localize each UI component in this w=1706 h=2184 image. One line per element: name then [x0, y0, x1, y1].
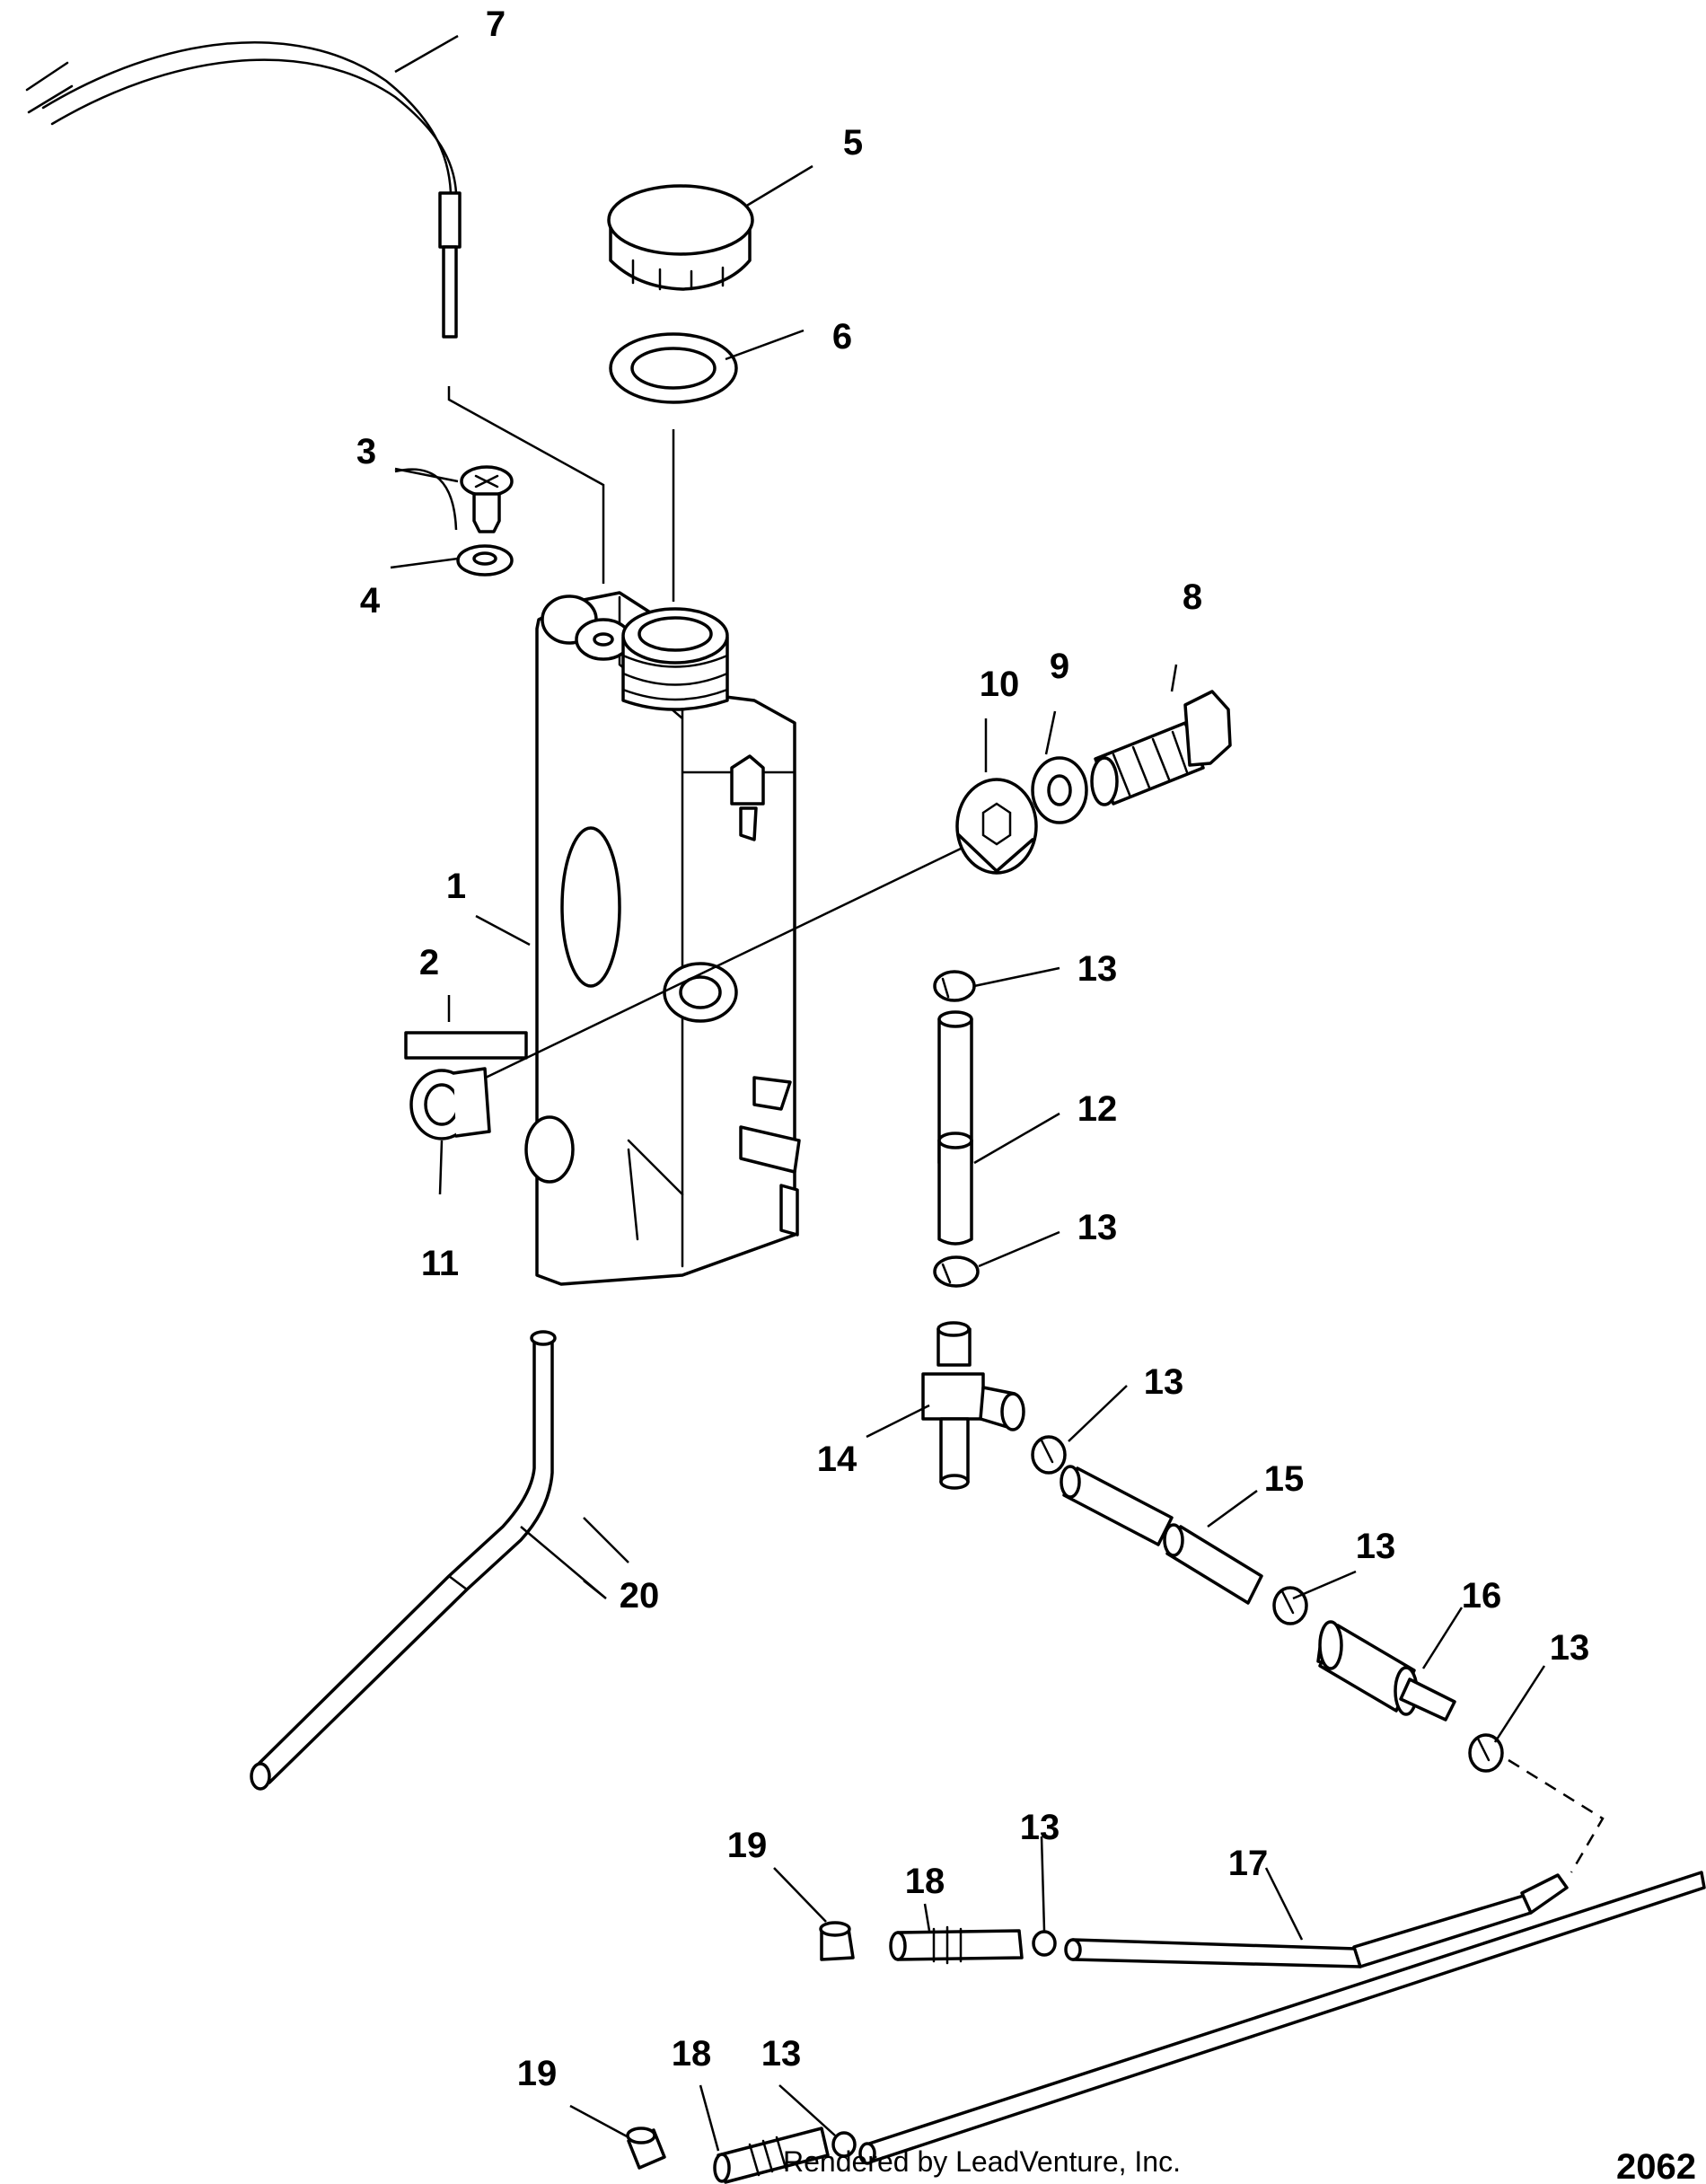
- part-14-tee-fitting[interactable]: [921, 1321, 1025, 1490]
- callout-9: 9: [1050, 647, 1069, 686]
- callout-18-b: 18: [672, 2034, 712, 2074]
- part-13-clamp-e[interactable]: [1468, 1733, 1504, 1773]
- callout-11: 11: [421, 1244, 459, 1283]
- callout-13-c: 13: [1144, 1362, 1184, 1402]
- callout-5: 5: [843, 123, 863, 163]
- figure-number: 2062: [1616, 2147, 1696, 2184]
- part-7-sensor-wire[interactable]: [25, 40, 605, 584]
- part-13-clamp-a[interactable]: [933, 970, 976, 1002]
- part-19-cap-b[interactable]: [626, 2127, 666, 2170]
- part-13-clamp-d[interactable]: [1272, 1586, 1308, 1625]
- callout-17: 17: [1228, 1844, 1269, 1883]
- part-11-leader-line: [466, 847, 962, 1088]
- callout-13-f: 13: [1020, 1808, 1060, 1847]
- callout-7: 7: [486, 4, 506, 44]
- part-11-grommet[interactable]: [409, 1067, 491, 1140]
- part-19-cap-a[interactable]: [819, 1921, 855, 1961]
- callout-13-b: 13: [1077, 1208, 1118, 1247]
- callout-8: 8: [1183, 577, 1202, 617]
- part-13-clamp-b[interactable]: [933, 1255, 980, 1288]
- part-4-washer[interactable]: [456, 544, 514, 577]
- callout-15: 15: [1264, 1459, 1305, 1499]
- connector-dash: [1508, 1758, 1605, 1873]
- part-8-bolt[interactable]: [1090, 690, 1232, 806]
- callout-19-a: 19: [727, 1826, 768, 1865]
- callout-20: 20: [620, 1576, 660, 1616]
- callout-6: 6: [832, 317, 852, 357]
- callout-2: 2: [419, 943, 439, 982]
- part-16-filter[interactable]: [1316, 1620, 1456, 1722]
- part-12-hose[interactable]: [937, 1010, 973, 1246]
- part-13-clamp-g[interactable]: [831, 2131, 857, 2158]
- callout-12: 12: [1077, 1089, 1118, 1129]
- callout-1: 1: [446, 867, 466, 906]
- part-9-washer[interactable]: [1031, 756, 1088, 824]
- callout-3: 3: [356, 432, 376, 471]
- part-1-oil-tank[interactable]: [524, 591, 801, 1286]
- callout-13-d: 13: [1356, 1527, 1396, 1566]
- callout-13-e: 13: [1550, 1628, 1590, 1668]
- callout-18-a: 18: [905, 1862, 945, 1901]
- callout-16: 16: [1462, 1576, 1502, 1616]
- credit-text: Rendered by LeadVenture, Inc.: [783, 2145, 1181, 2178]
- part-18-connector-b[interactable]: [713, 2127, 830, 2184]
- callout-10: 10: [980, 665, 1020, 704]
- part-17-y-hose[interactable]: [858, 1871, 1706, 2165]
- part-10-grommet[interactable]: [955, 778, 1038, 875]
- callout-labels: 7 5 6 3 4 8 10 9 1 2 13 12 11 13 13 14 1…: [356, 4, 1589, 2093]
- callout-14: 14: [817, 1440, 857, 1479]
- callout-13-g: 13: [761, 2034, 802, 2074]
- part-13-clamp-c[interactable]: [1031, 1435, 1067, 1475]
- callout-13-a: 13: [1077, 949, 1118, 989]
- part-5-filler-cap[interactable]: [607, 184, 754, 291]
- part-15-hose[interactable]: [1060, 1465, 1263, 1605]
- part-3-screw[interactable]: [460, 465, 514, 533]
- part-20-vent-tube[interactable]: [250, 1330, 557, 1791]
- callout-4: 4: [360, 581, 381, 621]
- part-2-decal[interactable]: [404, 1031, 528, 1060]
- callout-19-b: 19: [517, 2054, 558, 2093]
- part-13-clamp-f[interactable]: [1032, 1930, 1057, 1957]
- part-18-connector-a[interactable]: [889, 1925, 1024, 1965]
- part-6-gasket[interactable]: [609, 332, 738, 602]
